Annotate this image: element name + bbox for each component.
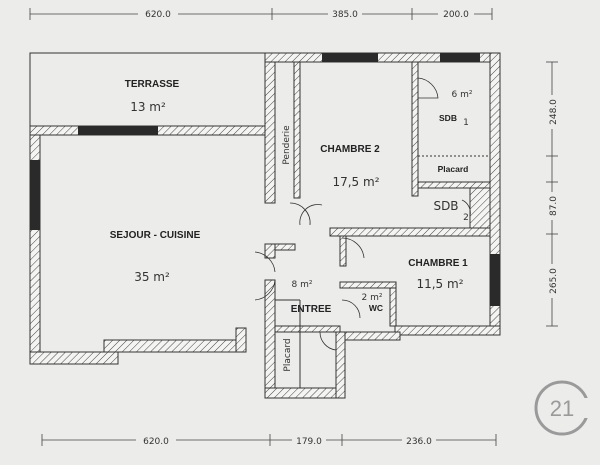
dim-top-3: 200.0 — [443, 10, 469, 20]
entree-name: ENTREE — [291, 304, 332, 315]
dim-bottom-2: 179.0 — [296, 437, 322, 447]
sdb2-sub: 2 — [463, 213, 469, 223]
chambre2-area: 17,5 m² — [332, 175, 379, 189]
entree-area: 8 m² — [292, 280, 313, 290]
chambre1-area: 11,5 m² — [416, 277, 463, 291]
chambre2-name: CHAMBRE 2 — [320, 144, 380, 155]
partitions — [275, 155, 490, 388]
dim-bottom-1: 620.0 — [143, 437, 169, 447]
penderie-name: Penderie — [282, 125, 292, 165]
century21-logo: 21 — [534, 380, 592, 436]
dim-right-1: 248.0 — [549, 99, 559, 125]
top-dimensions: 620.0 385.0 200.0 — [29, 6, 493, 20]
sejour-area: 35 m² — [134, 270, 170, 284]
chambre1-name: CHAMBRE 1 — [408, 258, 468, 269]
windows — [30, 53, 500, 306]
dim-right-2: 87.0 — [549, 196, 559, 216]
right-dimensions: 248.0 87.0 265.0 — [545, 61, 559, 327]
dim-bottom-3: 236.0 — [406, 437, 432, 447]
sdb1-area: 6 m² — [452, 90, 473, 100]
dim-top-1: 620.0 — [145, 10, 171, 20]
logo-text: 21 — [550, 396, 574, 421]
wc-area: 2 m² — [362, 293, 383, 303]
terrasse-area: 13 m² — [130, 100, 166, 114]
sdb1-sub: 1 — [463, 118, 469, 128]
dim-top-2: 385.0 — [332, 10, 358, 20]
wc-name: WC — [369, 303, 383, 313]
dim-right-3: 265.0 — [549, 268, 559, 294]
terrasse-name: TERRASSE — [125, 79, 180, 90]
placard-sdb-name: Placard — [438, 164, 469, 174]
sdb2-name: SDB — [433, 199, 458, 213]
doors — [254, 77, 471, 351]
bottom-dimensions: 620.0 179.0 236.0 — [41, 433, 497, 447]
placard-entree-name: Placard — [283, 338, 293, 371]
room-labels: TERRASSE 13 m² CHAMBRE 2 17,5 m² 6 m² SD… — [110, 79, 473, 372]
sejour-name: SEJOUR - CUISINE — [110, 230, 201, 241]
sdb1-name: SDB — [439, 113, 457, 123]
